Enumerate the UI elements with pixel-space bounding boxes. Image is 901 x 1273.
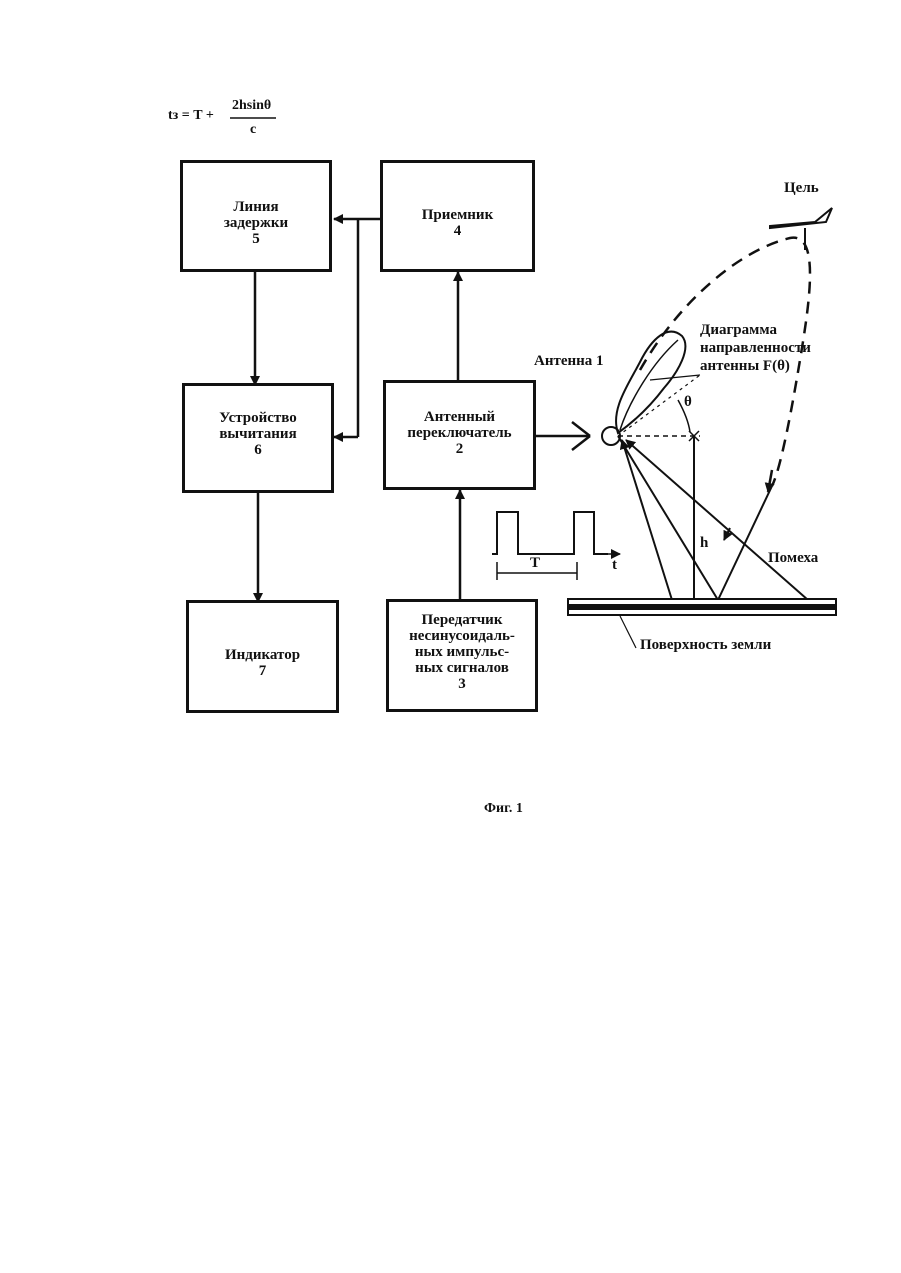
formula-lhs: tз = T + [168,108,214,124]
block-indicator: Индикатор 7 [186,600,339,713]
transmitter-line2: несинусоидаль- [389,628,535,644]
switch-line1: Антенный [386,409,533,425]
label-pattern-3: антенны F(θ) [700,358,790,375]
delay-line2: задержки [183,215,329,231]
block-transmitter: Передатчик несинусоидаль- ных импульс- н… [386,599,538,712]
label-period: T [530,555,540,572]
transmitter-line3: ных импульс- [389,644,535,660]
block-subtraction: Устройство вычитания 6 [182,383,334,493]
formula-numerator: 2hsinθ [232,98,271,114]
subtract-line1: Устройство [185,410,331,426]
block-antenna-switch: Антенный переключатель 2 [383,380,536,490]
receiver-num: 4 [383,223,532,239]
pattern-leader [650,375,700,380]
delay-line1: Линия [183,199,329,215]
radiation-pattern [616,332,685,433]
figure-caption: Фиг. 1 [484,801,523,817]
label-height: h [700,535,708,552]
target-aircraft [770,208,832,228]
label-pattern-1: Диаграмма [700,322,777,339]
switch-line2: переключатель [386,425,533,441]
path-antenna-to-ground [618,436,718,600]
block-receiver: Приемник 4 [380,160,535,272]
indicator-num: 7 [189,663,336,679]
transmitter-line4: ных сигналов [389,660,535,676]
label-theta: θ [684,394,692,411]
label-ground: Поверхность земли [640,637,771,654]
label-interference: Помеха [768,550,818,567]
radiation-pattern-inner [620,340,678,430]
label-antenna: Антенна 1 [534,353,604,370]
pulse-train [492,512,608,554]
label-target: Цель [784,180,819,197]
path-ground-reflect [718,486,772,600]
transmitter-line1: Передатчик [389,612,535,628]
path-ground-to-antenna [622,440,672,600]
block-delay-line: Линия задержки 5 [180,160,332,272]
label-time: t [612,557,617,574]
switch-num: 2 [386,441,533,457]
delay-num: 5 [183,231,329,247]
subtract-num: 6 [185,442,331,458]
receiver-line1: Приемник [383,207,532,223]
transmitter-num: 3 [389,676,535,692]
ground-leader [620,616,636,648]
formula-denominator: c [250,122,256,138]
label-pattern-2: направленности [700,340,811,357]
subtract-line2: вычитания [185,426,331,442]
indicator-line1: Индикатор [189,647,336,663]
